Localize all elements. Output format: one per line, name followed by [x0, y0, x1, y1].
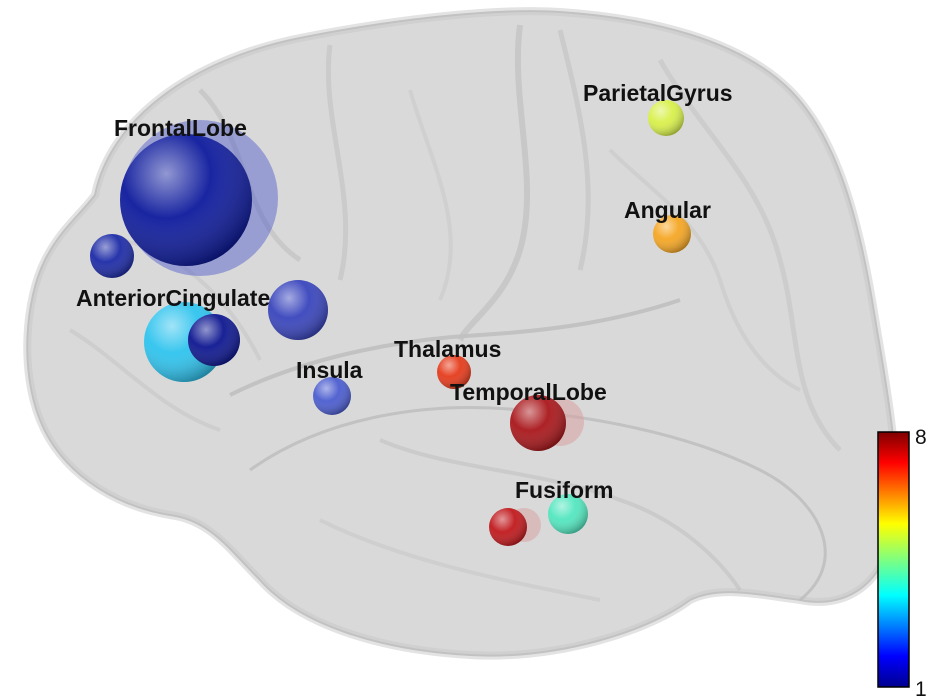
sphere-insula — [313, 377, 351, 415]
colorbar-gradient — [877, 431, 910, 688]
colorbar-min-label: 1 — [915, 678, 927, 700]
sphere-fusiform-red — [489, 508, 541, 546]
sphere-angular — [653, 215, 691, 253]
sphere-cingulate-dark — [188, 314, 240, 366]
region-labels: FrontalLobe AnteriorCingulate Insula Tha… — [76, 80, 733, 503]
label-anterior-cingulate: AnteriorCingulate — [76, 285, 270, 311]
label-parietal-gyrus: ParietalGyrus — [583, 80, 733, 106]
label-frontal-lobe: FrontalLobe — [114, 115, 247, 141]
colorbar-max-label: 8 — [915, 426, 927, 449]
label-angular: Angular — [624, 197, 711, 223]
colorbar: 8 1 — [877, 426, 927, 700]
sphere-fusiform — [548, 494, 588, 534]
sphere-parietal-gyrus — [648, 100, 684, 136]
region-spheres — [90, 100, 691, 546]
label-insula: Insula — [296, 357, 363, 383]
label-fusiform: Fusiform — [515, 477, 613, 503]
sphere-frontal-small — [90, 234, 134, 278]
sphere-frontal-lobe — [120, 120, 278, 276]
sphere-cingulate-upper — [268, 280, 328, 340]
label-thalamus: Thalamus — [394, 336, 501, 362]
sphere-temporal-lobe — [510, 395, 584, 451]
sphere-thalamus — [437, 355, 471, 389]
label-temporal-lobe: TemporalLobe — [450, 379, 607, 405]
